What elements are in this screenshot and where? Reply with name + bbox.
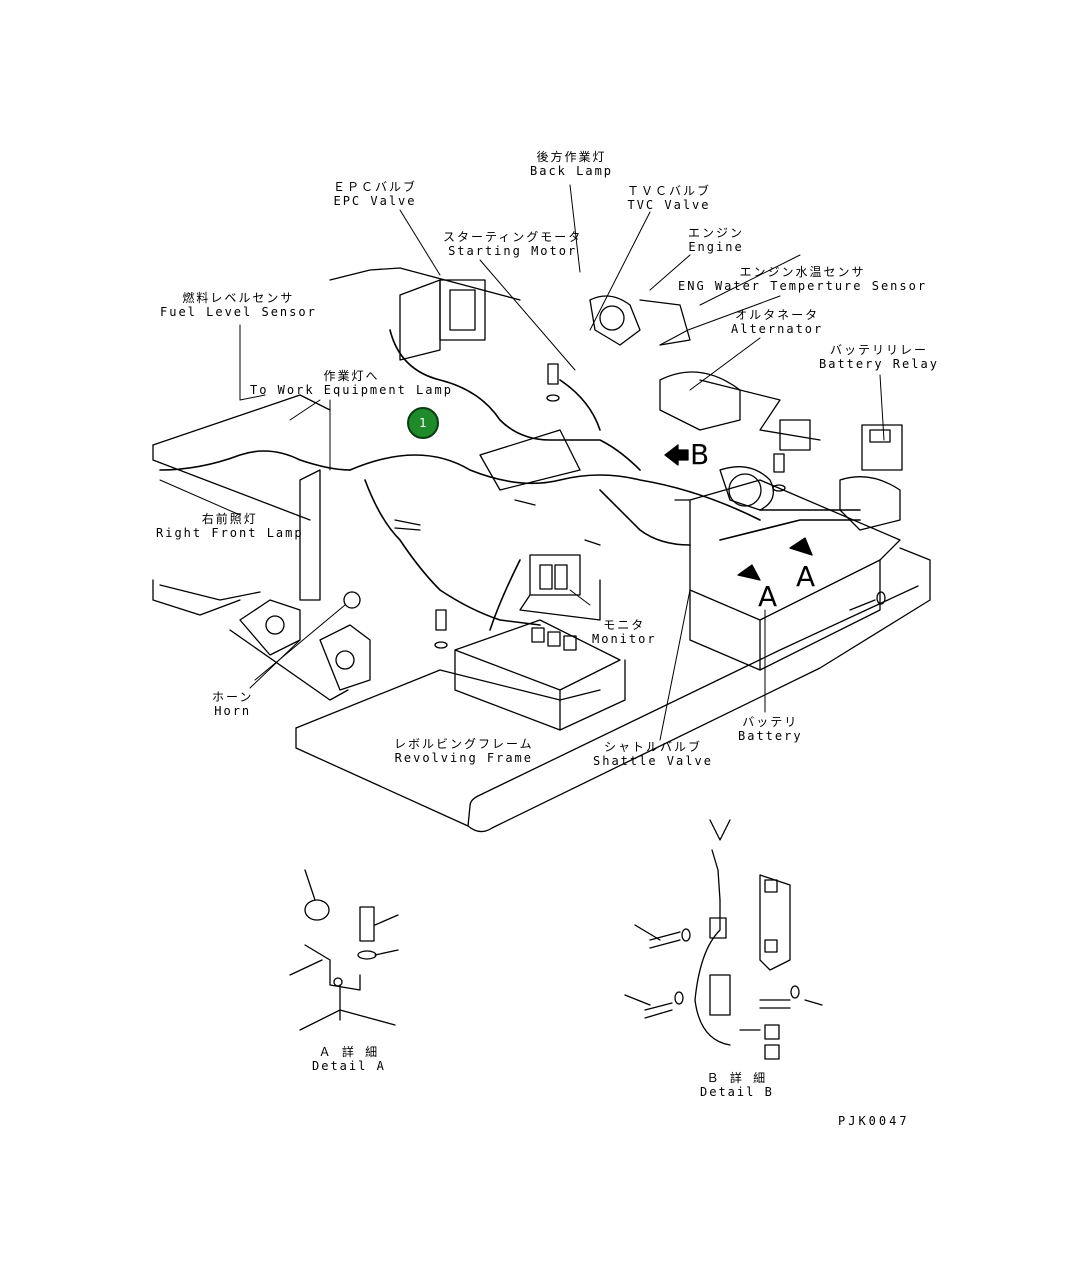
alternator-label: オルタネータ Alternator <box>731 308 823 336</box>
monitor-en: Monitor <box>592 632 657 646</box>
detail-a-drawing <box>289 869 399 1031</box>
monitor-jp: モニタ <box>603 618 646 632</box>
tvc-valve-en: TVC Valve <box>627 198 711 212</box>
engine-en: Engine <box>688 240 744 254</box>
detail-a-jp: Ａ 詳 細 <box>318 1045 380 1059</box>
detail-b-en: Detail B <box>700 1085 774 1099</box>
bolts <box>394 363 886 649</box>
work-equipment-lamp-en: To Work Equipment Lamp <box>250 383 453 397</box>
shuttle-valve-en: Shattle Valve <box>593 754 713 768</box>
view-arrows <box>664 444 813 581</box>
work-equipment-lamp-label: 作業灯へ To Work Equipment Lamp <box>250 369 453 397</box>
work-equipment-lamp-jp: 作業灯へ <box>323 369 380 383</box>
revolving-frame-jp: レボルビングフレーム <box>394 737 534 751</box>
horn-label: ホーン Horn <box>212 690 253 718</box>
shuttle-valve-jp: シャトルバルブ <box>603 740 702 754</box>
alternator-en: Alternator <box>731 322 824 336</box>
view-marker-b: B <box>690 438 710 471</box>
shuttle-valve-label: シャトルバルブ Shattle Valve <box>593 740 713 768</box>
right-front-lamp-jp: 右前照灯 <box>201 512 258 526</box>
battery-box <box>689 479 901 671</box>
tvc-valve-jp: ＴＶＣバルブ <box>627 184 712 198</box>
detail-a-en: Detail A <box>312 1059 386 1073</box>
front-bracket <box>239 469 371 691</box>
right-front-lamp-en: Right Front Lamp <box>156 526 304 540</box>
back-lamp-label: 後方作業灯 Back Lamp <box>530 150 613 178</box>
engine-label: エンジン Engine <box>688 226 744 254</box>
callout-marker-1[interactable]: 1 <box>407 407 439 439</box>
battery-relay-label: バッテリリレー Battery Relay <box>819 343 939 371</box>
detail-b-label: Ｂ 詳 細 Detail B <box>700 1071 774 1099</box>
revolving-frame-outline <box>152 267 931 833</box>
alternator-jp: オルタネータ <box>735 308 820 322</box>
detail-b-jp: Ｂ 詳 細 <box>706 1071 768 1085</box>
eng-water-sensor-jp: エンジン水温センサ <box>739 265 866 279</box>
drawing-code: PJK0047 <box>838 1114 910 1128</box>
starting-motor-en: Starting Motor <box>448 244 578 258</box>
view-marker-a-2: A <box>758 580 778 613</box>
detail-a-label: Ａ 詳 細 Detail A <box>312 1045 386 1073</box>
right-front-lamp-label: 右前照灯 Right Front Lamp <box>156 512 304 540</box>
engine-block <box>399 279 903 531</box>
eng-water-sensor-en: ENG Water Temperture Sensor <box>678 279 928 293</box>
epc-valve-jp: ＥＰＣバルブ <box>333 180 418 194</box>
back-lamp-en: Back Lamp <box>530 164 614 178</box>
battery-jp: バッテリ <box>742 715 799 729</box>
battery-relay-jp: バッテリリレー <box>829 343 928 357</box>
monitor-label: モニタ Monitor <box>592 618 657 646</box>
monitor-box <box>454 554 626 731</box>
tvc-valve-label: ＴＶＣバルブ TVC Valve <box>627 184 711 212</box>
fuel-level-sensor-en: Fuel Level Sensor <box>160 305 317 319</box>
revolving-frame-en: Revolving Frame <box>394 751 534 765</box>
starting-motor-label: スターティングモータ Starting Motor <box>443 230 582 258</box>
view-marker-a-1: A <box>796 560 816 593</box>
epc-valve-label: ＥＰＣバルブ EPC Valve <box>333 180 417 208</box>
horn-en: Horn <box>214 704 252 718</box>
epc-valve-en: EPC Valve <box>333 194 417 208</box>
battery-en: Battery <box>738 729 803 743</box>
fuel-level-sensor-jp: 燃料レベルセンサ <box>182 291 295 305</box>
horn-jp: ホーン <box>212 690 254 704</box>
eng-water-sensor-label: エンジン水温センサ ENG Water Temperture Sensor <box>678 265 927 293</box>
harness-wires <box>159 329 861 631</box>
engine-jp: エンジン <box>688 226 745 240</box>
fuel-level-sensor-label: 燃料レベルセンサ Fuel Level Sensor <box>160 291 317 319</box>
leader-lines <box>159 184 885 741</box>
starting-motor-jp: スターティングモータ <box>443 230 583 244</box>
battery-label: バッテリ Battery <box>738 715 803 743</box>
revolving-frame-label: レボルビングフレーム Revolving Frame <box>394 737 534 765</box>
back-lamp-jp: 後方作業灯 <box>536 150 607 164</box>
detail-b-drawing <box>624 819 823 1060</box>
battery-relay-en: Battery Relay <box>819 357 939 371</box>
